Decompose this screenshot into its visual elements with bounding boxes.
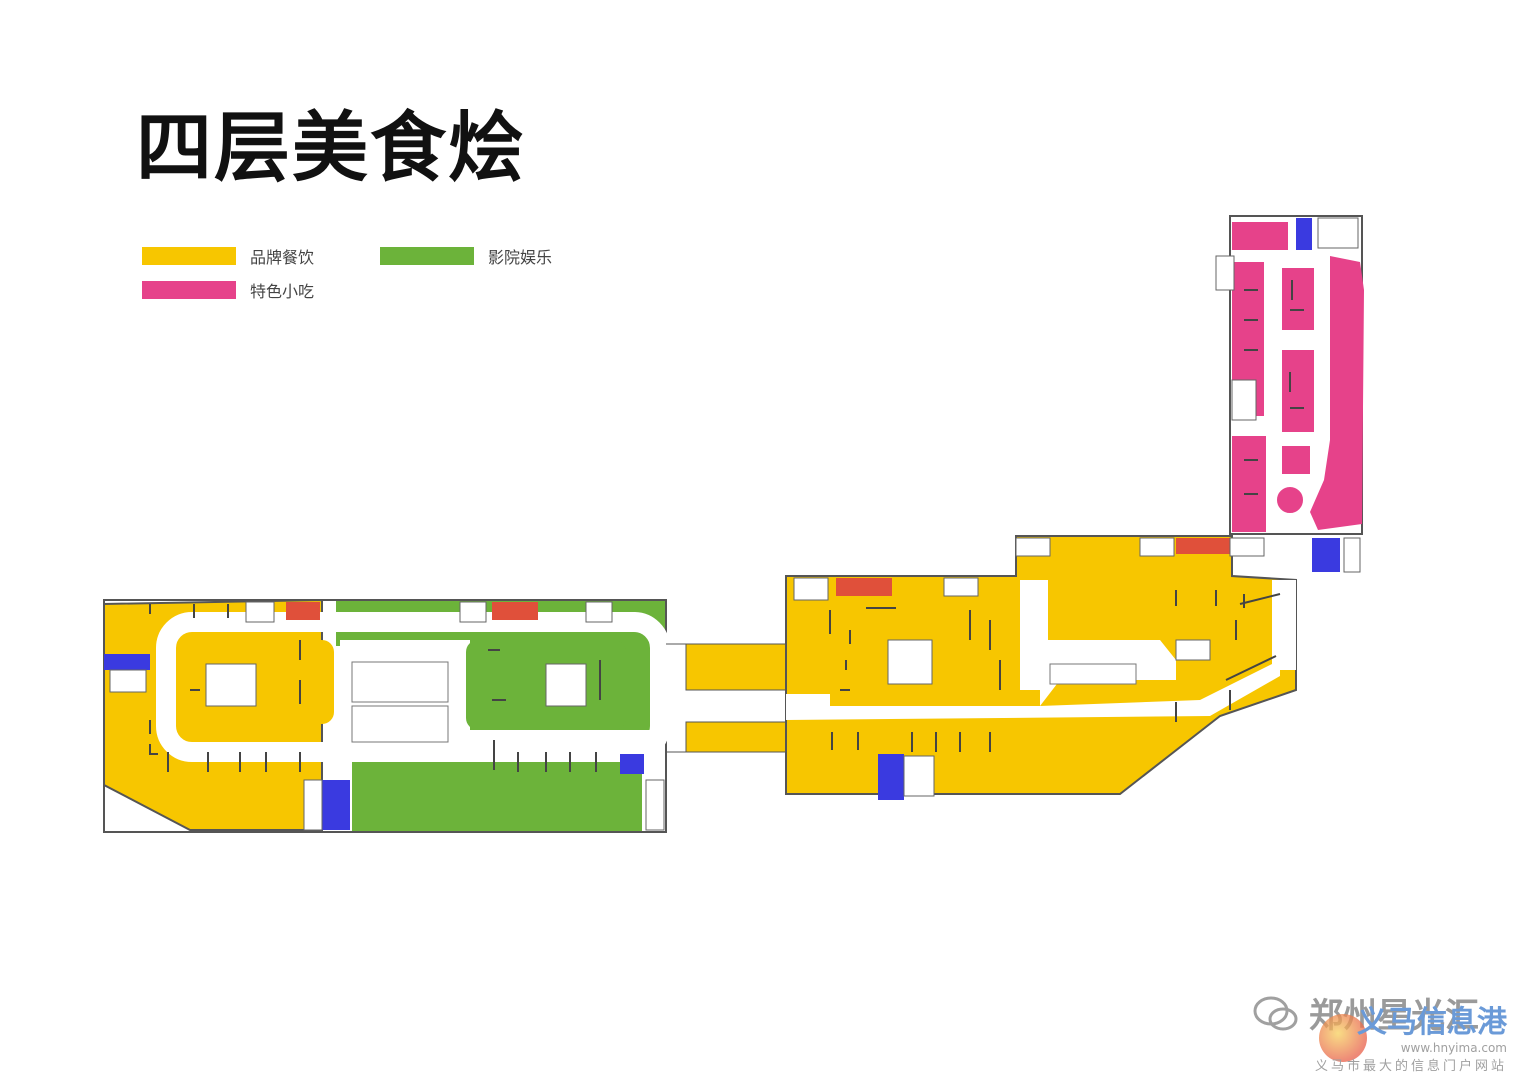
- stair: [1317, 217, 1359, 249]
- stair: [1139, 537, 1175, 557]
- snack-top: [1232, 222, 1288, 250]
- escalator: [351, 661, 449, 703]
- stair: [1343, 537, 1361, 573]
- escalator: [351, 705, 449, 743]
- escalator: [1049, 663, 1137, 685]
- stair: [1215, 255, 1235, 291]
- service-red: [836, 578, 892, 596]
- site-brand: 义马信息港: [1357, 1005, 1507, 1040]
- stair: [245, 601, 275, 623]
- stair: [109, 669, 147, 693]
- stair: [1175, 639, 1211, 661]
- bridge-yellow: [685, 721, 787, 753]
- site-url: www.hnyima.com: [1400, 1041, 1507, 1055]
- snack-mid: [1282, 446, 1310, 474]
- elevator-group: [887, 639, 933, 685]
- left-block: [103, 598, 670, 833]
- legend-brand-dining: 品牌餐饮: [142, 244, 314, 268]
- roundabout: [1271, 481, 1309, 519]
- core-blue: [1296, 218, 1312, 250]
- bridge: [666, 643, 787, 753]
- core-blue: [1312, 538, 1340, 572]
- middle-block: [785, 535, 1361, 800]
- stair: [459, 601, 487, 623]
- legend-snack: 特色小吃: [142, 278, 314, 302]
- middle-corridor: [786, 640, 1280, 720]
- core-blue: [104, 654, 150, 670]
- snack-mid: [1282, 268, 1314, 330]
- corridor-loop: [156, 612, 670, 762]
- site-slogan: 义马市最大的信息门户网站: [1314, 1059, 1507, 1074]
- left-green-bottom: [352, 758, 642, 832]
- stair: [903, 755, 935, 797]
- legend-swatch-yellow: [142, 247, 236, 265]
- elevator-group: [205, 663, 257, 707]
- stair: [1231, 379, 1257, 421]
- core-blue: [620, 754, 644, 774]
- legend-swatch-green: [380, 247, 474, 265]
- stair: [1015, 537, 1051, 557]
- service-red: [1176, 538, 1230, 554]
- middle-corridor-vertical: [1020, 580, 1048, 690]
- snack-left: [1232, 436, 1266, 532]
- stair: [943, 577, 979, 597]
- stair: [645, 779, 665, 831]
- wechat-icon: [1253, 996, 1298, 1030]
- legend-cinema: 影院娱乐: [380, 244, 552, 268]
- legend-label: 影院娱乐: [488, 248, 553, 267]
- core-blue: [878, 754, 904, 800]
- elevator-group: [545, 663, 587, 707]
- snack-right: [1310, 256, 1364, 530]
- service-red: [286, 602, 320, 620]
- stair: [793, 577, 829, 601]
- snack-mid: [1282, 350, 1314, 432]
- right-tower: [1215, 215, 1364, 535]
- site-logo: [1319, 1014, 1367, 1062]
- watermark-site: 义马信息港 www.hnyima.com 义马市最大的信息门户网站: [1315, 997, 1507, 1074]
- stair: [585, 601, 613, 623]
- page-title: 四层美食烩: [136, 103, 526, 192]
- stair: [1229, 537, 1265, 557]
- legend-label: 特色小吃: [250, 282, 315, 301]
- service-red: [492, 602, 538, 620]
- core-blue: [322, 780, 350, 830]
- legend-swatch-pink: [142, 281, 236, 299]
- stair: [303, 779, 323, 831]
- legend-label: 品牌餐饮: [250, 248, 315, 267]
- bridge-yellow: [685, 643, 787, 691]
